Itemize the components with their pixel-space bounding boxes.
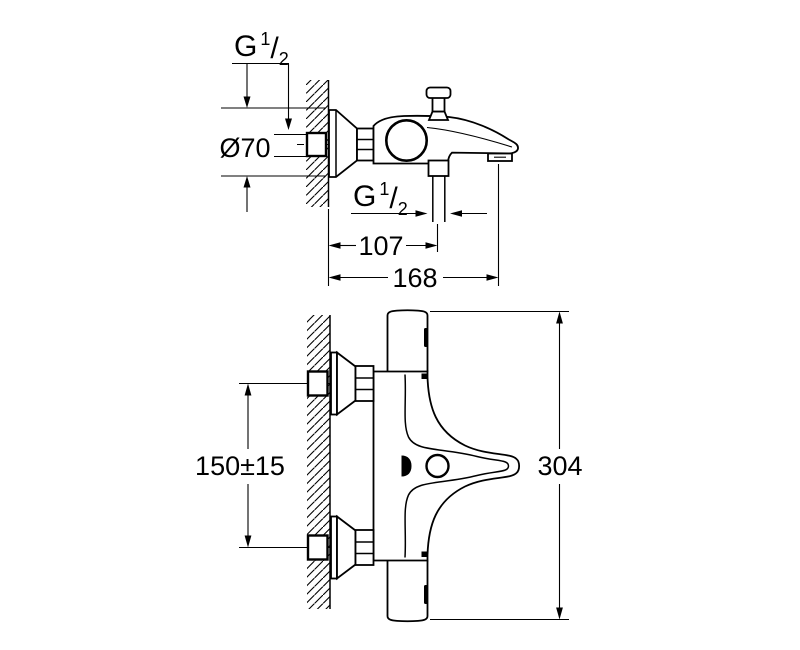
arrowhead-left (450, 210, 462, 217)
arrowhead-left (328, 242, 341, 249)
arrowhead-left (328, 274, 341, 281)
arrowhead-right (415, 210, 428, 217)
cylinder-outline (386, 560, 429, 623)
arrowhead-right (425, 242, 438, 249)
dim-107: 107 (327, 209, 439, 286)
wall-connection-block (305, 131, 328, 158)
wall-connection-block (306, 534, 329, 561)
arrowhead-up (243, 176, 251, 188)
handle-cylinder-top (386, 309, 429, 372)
diameter-label: Ø70 (219, 133, 270, 163)
wall-connection-block (306, 370, 329, 397)
handle-grip-mark (424, 328, 428, 347)
arrowhead-down (243, 96, 251, 108)
diverter-knob-top-view (425, 453, 450, 479)
arrowhead-up (556, 311, 563, 324)
arrowhead-down (244, 535, 252, 548)
dim-168-label: 168 (392, 263, 437, 293)
cylinder-outline (386, 309, 429, 372)
arrowhead-down (556, 607, 563, 620)
thermostat-handle-side (384, 119, 428, 163)
body-detail-mark (421, 551, 427, 557)
mixer-body-plan (372, 370, 521, 562)
wall-union-top (296, 350, 375, 417)
knob-base (427, 110, 450, 121)
wall (307, 315, 331, 609)
dim-304: 304 (430, 310, 583, 621)
dim-150: 150±15 (195, 382, 306, 549)
dim-304-label: 304 (537, 451, 582, 481)
spout-crease-line (426, 126, 513, 148)
wall-union-bottom (296, 514, 375, 581)
shower-outlet (427, 159, 450, 222)
escutcheon-cone (328, 109, 358, 178)
union-nut (354, 365, 375, 402)
economy-button-mark (401, 455, 412, 477)
diverter-knob (425, 86, 452, 121)
spout-inner-contour (404, 374, 510, 558)
dim-107-label: 107 (358, 231, 403, 261)
knob-cap (425, 86, 452, 99)
plan-view: 150±15 304 (195, 309, 583, 623)
escutcheon-cone (336, 514, 357, 581)
dim-diameter-70: Ø70 (219, 64, 326, 212)
arrowhead-up (244, 383, 252, 396)
arrowhead-right (486, 274, 499, 281)
escutcheon-cone (336, 350, 357, 417)
dim-150-label: 150±15 (195, 451, 285, 481)
wall-union (297, 109, 375, 178)
arrowhead-down (285, 118, 292, 130)
handle-cylinder-bottom (386, 560, 429, 623)
handle-grip-mark (424, 585, 428, 604)
mixer-body (372, 114, 519, 165)
body-detail-mark (421, 373, 427, 379)
knob-neck (431, 96, 446, 113)
wall-hatch (307, 315, 330, 609)
dim-168: 168 (328, 164, 500, 293)
union-nut (354, 529, 375, 566)
outlet-body (427, 159, 450, 177)
union-nut (356, 127, 375, 162)
